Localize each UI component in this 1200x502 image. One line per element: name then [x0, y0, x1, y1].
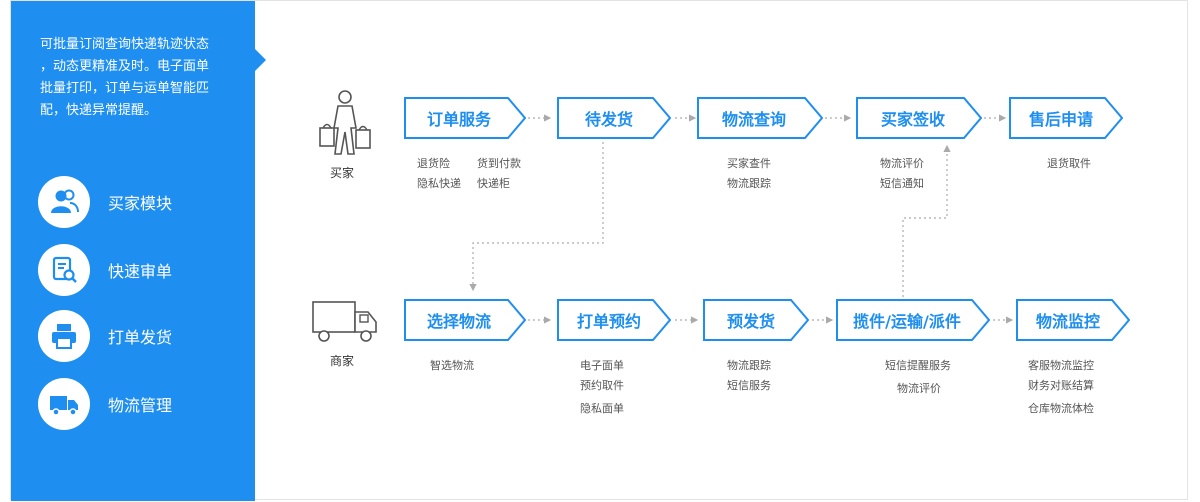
step-print-appointment: 打单预约: [557, 299, 671, 341]
truck-icon: [38, 378, 90, 430]
step-title: 预发货: [726, 312, 775, 331]
step-sub-label: 预约取件: [580, 379, 624, 392]
step-title: 买家签收: [880, 110, 945, 129]
sidebar-pointer: [255, 49, 266, 71]
step-logistics-query: 物流查询: [697, 97, 823, 139]
step-title: 打单预约: [576, 312, 641, 331]
step-buyer-signoff: 买家签收: [856, 97, 982, 139]
buyer-figure-icon: [314, 88, 374, 160]
step-select-logistics: 选择物流: [404, 299, 526, 341]
diagram-frame: [10, 0, 1188, 500]
step-sub-label: 退货险: [417, 157, 450, 170]
step-sub-label: 隐私快递: [417, 177, 461, 190]
merchant-role-label: 商家: [330, 354, 355, 368]
sidebar-item-label: 物流管理: [108, 396, 173, 415]
step-pre-shipment: 预发货: [703, 299, 809, 341]
step-sub-label: 物流跟踪: [727, 177, 771, 190]
step-sub-label: 电子面单: [580, 359, 624, 372]
step-order-service: 订单服务: [404, 97, 526, 139]
sidebar-item-label: 快速审单: [108, 262, 173, 281]
step-pickup-transport-delivery: 揽件/运输/派件: [836, 299, 990, 341]
sidebar-intro: 可批量订阅查询快递轨迹状态 ，动态更精准及时。电子面单 批量打印，订单与运单智能…: [40, 37, 210, 118]
step-sub-label: 物流评价: [880, 157, 924, 170]
sidebar-item-quick-review[interactable]: 快速审单: [38, 243, 172, 297]
step-sub-label: 仓库物流体检: [1028, 402, 1094, 415]
step-title: 物流监控: [1035, 312, 1100, 331]
step-sub-label: 快递柜: [477, 177, 510, 190]
sidebar-item-logistics[interactable]: 物流管理: [38, 377, 172, 431]
step-sub-label: 货到付款: [477, 157, 521, 170]
step-sub-label: 客服物流监控: [1028, 359, 1094, 372]
step-title: 揽件/运输/派件: [853, 312, 961, 331]
step-sub-label: 智选物流: [430, 359, 474, 372]
sidebar-item-buyer-module[interactable]: 买家模块: [38, 175, 172, 229]
step-logistics-monitoring: 物流监控: [1016, 299, 1130, 341]
merchant-truck-icon: [310, 298, 380, 346]
step-sub-label: 短信通知: [880, 177, 924, 190]
step-sub-label: 隐私面单: [580, 402, 624, 415]
step-sub-label: 买家查件: [727, 157, 771, 170]
sidebar-item-label: 打单发货: [108, 328, 173, 347]
step-pending-shipment: 待发货: [557, 97, 671, 139]
step-sub-label: 短信提醒服务: [885, 359, 951, 372]
users-icon: [38, 176, 90, 228]
step-sub-label: 短信服务: [727, 379, 771, 392]
step-after-sales: 售后申请: [1009, 97, 1123, 139]
step-sub-label: 退货取件: [1047, 157, 1091, 170]
step-title: 选择物流: [426, 312, 491, 331]
step-sub-label: 财务对账结算: [1028, 379, 1094, 392]
sidebar-item-print-ship[interactable]: 打单发货: [38, 309, 172, 363]
document-search-icon: [38, 244, 90, 296]
step-sub-label: 物流跟踪: [727, 359, 771, 372]
step-title: 物流查询: [721, 110, 786, 129]
step-title: 订单服务: [426, 110, 491, 129]
step-sub-label: 物流评价: [897, 382, 941, 395]
step-title: 待发货: [584, 110, 633, 129]
buyer-role-label: 买家: [330, 166, 355, 180]
sidebar-item-label: 买家模块: [108, 194, 173, 213]
printer-icon: [38, 310, 90, 362]
step-title: 售后申请: [1028, 110, 1093, 129]
